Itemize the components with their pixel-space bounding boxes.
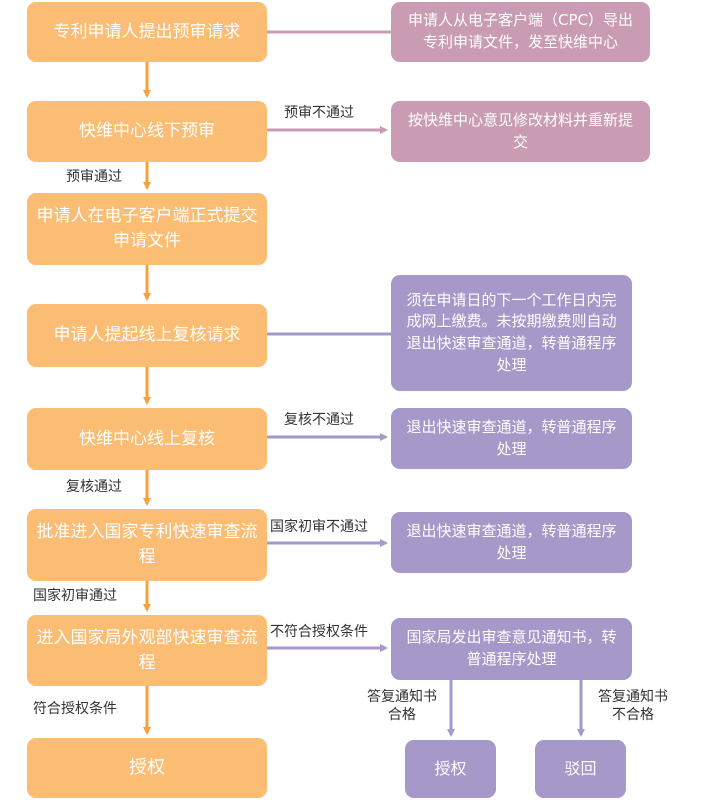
note-export-files: 申请人从电子客户端（CPC）导出专利申请文件，发至快维中心 xyxy=(391,2,650,62)
label-review-pass: 复核通过 xyxy=(66,479,122,495)
label-review-fail: 复核不通过 xyxy=(284,412,354,428)
label-pre-pass: 预审通过 xyxy=(66,169,122,185)
label-reply-fail-line1: 答复通知书 xyxy=(598,689,668,705)
label-conform: 符合授权条件 xyxy=(33,701,117,717)
step-offline-pre-review: 快维中心线下预审 xyxy=(27,101,267,162)
note-exit-fast-track-1: 退出快速审查通道，转普通程序处理 xyxy=(391,408,632,469)
label-reply-pass-line1: 答复通知书 xyxy=(367,689,437,705)
label-reply-pass-line2: 合格 xyxy=(388,707,416,724)
label-pre-fail: 预审不通过 xyxy=(284,105,354,121)
step-pre-review-request: 专利申请人提出预审请求 xyxy=(27,2,267,62)
step-online-review-request: 申请人提起线上复核请求 xyxy=(27,304,267,367)
result-reject: 驳回 xyxy=(535,740,626,798)
note-exit-fast-track-2: 退出快速审查通道，转普通程序处理 xyxy=(391,512,632,573)
result-grant: 授权 xyxy=(405,740,496,798)
label-reply-fail: 答复通知书 不合格 xyxy=(585,688,681,724)
step-approve-fast-track: 批准进入国家专利快速审查流程 xyxy=(27,509,267,581)
label-reply-pass: 答复通知书 合格 xyxy=(356,688,448,724)
step-design-dept-review: 进入国家局外观部快速审查流程 xyxy=(27,615,267,686)
label-reply-fail-line2: 不合格 xyxy=(612,707,654,724)
label-nat-fail: 国家初审不通过 xyxy=(270,519,368,535)
step-online-review: 快维中心线上复核 xyxy=(27,408,267,470)
note-examination-opinion: 国家局发出审查意见通知书，转普通程序处理 xyxy=(391,618,632,680)
label-nat-pass: 国家初审通过 xyxy=(33,588,117,604)
label-nonconform: 不符合授权条件 xyxy=(270,624,368,640)
step-grant: 授权 xyxy=(27,738,267,798)
step-formal-submission: 申请人在电子客户端正式提交申请文件 xyxy=(27,193,267,265)
note-online-payment: 须在申请日的下一个工作日内完成网上缴费。未按期缴费则自动退出快速审查通道，转普通… xyxy=(391,275,632,391)
note-revise-resubmit: 按快维中心意见修改材料并重新提交 xyxy=(391,101,650,162)
